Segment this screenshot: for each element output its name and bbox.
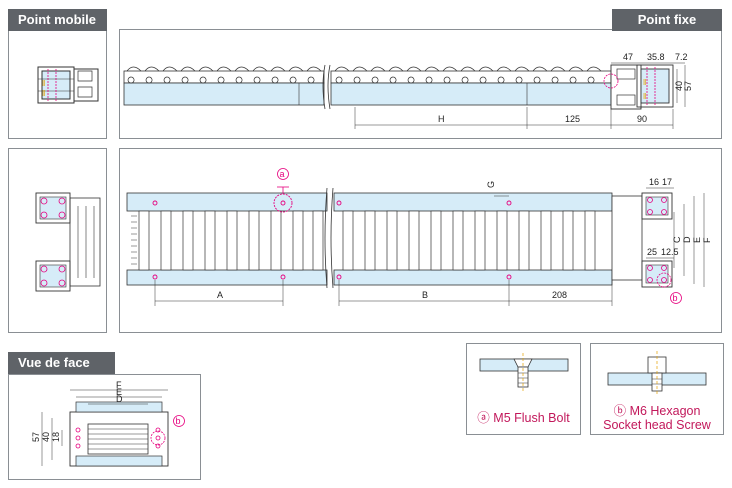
dim-face-D: D [116, 394, 123, 404]
svg-text:‖: ‖ [643, 92, 646, 101]
moving-end-side-drawing: ‖ ‖ [37, 66, 99, 104]
chain-links-left [123, 66, 325, 106]
dim-H: H [438, 114, 445, 124]
dim-E: E [692, 237, 702, 243]
panel-moving-end-plan [8, 148, 107, 333]
moving-end-plan-drawing [35, 192, 101, 292]
dim-7-2: 7.2 [675, 52, 688, 62]
dim-face-40: 40 [41, 432, 51, 442]
chain-top-view-drawing: a b G 16 17 C D E F 25 12.5 A B 208 [126, 168, 712, 306]
dim-90: 90 [637, 114, 647, 124]
dim-16: 16 [649, 177, 659, 187]
legend-screw-name-1: M6 Hexagon [629, 404, 701, 418]
dim-A: A [217, 290, 223, 300]
hex-screw-illustration [607, 351, 707, 395]
header-point-fixe: Point fixe [612, 9, 722, 31]
crossbars [138, 210, 596, 271]
callout-a-mid: a [280, 169, 285, 179]
dim-12-5: 12.5 [661, 247, 679, 257]
dim-17: 17 [662, 177, 672, 187]
legend-b-marker: ⓑ [613, 404, 627, 418]
fixed-end-bracket: ‖ ‖ [603, 64, 674, 110]
dim-25: 25 [647, 247, 657, 257]
front-view-drawing: b F E D 57 40 18 [31, 380, 185, 467]
dim-C: C [672, 236, 682, 243]
dim-208: 208 [552, 290, 567, 300]
header-vue-de-face: Vue de face [8, 352, 115, 374]
legend-flush-bolt-box [466, 343, 581, 435]
chain-links-right [330, 66, 612, 106]
dim-D: D [682, 236, 692, 243]
dim-47: 47 [623, 52, 633, 62]
svg-text:‖: ‖ [643, 78, 646, 87]
svg-text:‖: ‖ [42, 89, 45, 98]
callout-b-face: b [176, 416, 181, 426]
chain-side-view-drawing: ‖ ‖ 47 35.8 7.2 40 57 H 125 90 [123, 52, 693, 129]
dim-B: B [422, 290, 428, 300]
dim-face-18: 18 [51, 432, 61, 442]
dim-40: 40 [674, 81, 684, 91]
legend-flush-bolt-label: ⓐ M5 Flush Bolt [466, 411, 581, 425]
svg-text:‖: ‖ [42, 79, 45, 88]
dim-125-top: 125 [565, 114, 580, 124]
dim-face-F: F [116, 380, 122, 390]
legend-bolt-name: M5 Flush Bolt [493, 411, 570, 425]
dim-G: G [486, 181, 496, 188]
dim-face-E: E [116, 387, 122, 397]
dim-F: F [702, 237, 712, 243]
legend-hex-screw-label: ⓑ M6 Hexagon Socket head Screw [590, 404, 724, 432]
fixed-end-plan [611, 192, 673, 288]
callout-b-mid: b [673, 293, 678, 303]
legend-a-marker: ⓐ [477, 411, 490, 425]
dim-35-8: 35.8 [647, 52, 665, 62]
legend-screw-name-2: Socket head Screw [603, 418, 711, 432]
flush-bolt-illustration [479, 353, 569, 391]
header-point-mobile: Point mobile [8, 9, 107, 31]
dim-face-57: 57 [31, 432, 41, 442]
dim-57: 57 [683, 81, 693, 91]
